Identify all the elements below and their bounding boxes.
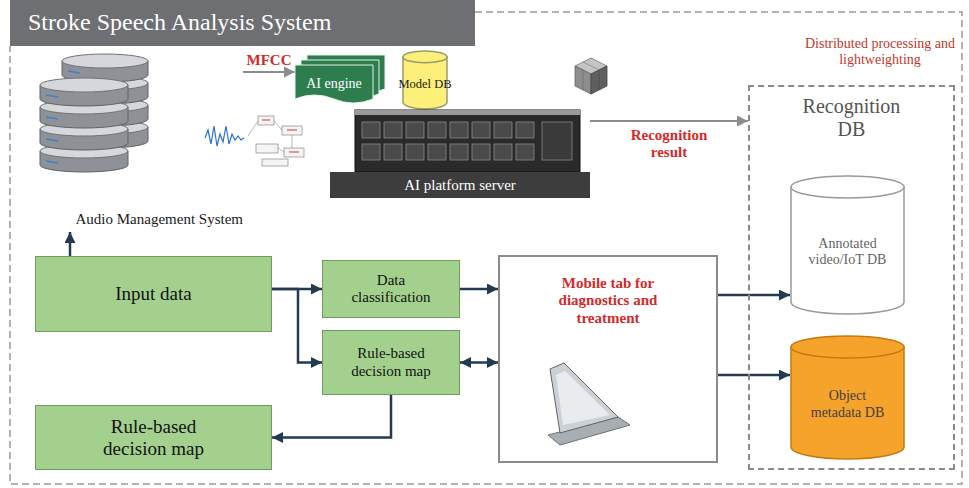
node-label: AI platform server <box>404 172 516 198</box>
ai-engine-documents: AI engine <box>295 55 387 107</box>
node-label: Input data <box>115 283 192 305</box>
title-banner <box>10 0 475 46</box>
node-label: Rule-based decision map <box>89 416 219 460</box>
note-text: Distributed processing and lightweightin… <box>800 36 960 68</box>
audio-database-stack-shape <box>38 52 243 232</box>
edge-label: Recognition result <box>622 127 717 162</box>
node-label: Annotated video/IoT DB <box>803 236 893 268</box>
recognition-db-group: Recognition DB Annotated video/IoT DB Obje… <box>748 85 955 470</box>
annotated-db-cylinder: Annotated video/IoT DB <box>790 175 905 315</box>
title-text: Stroke Speech Analysis System <box>28 9 331 37</box>
result-cube-icon <box>575 58 607 94</box>
mobile-tab-panel: Mobile tab for diagnostics and treatment <box>498 255 718 463</box>
model-db-cylinder: Model DB <box>402 50 448 110</box>
connector-arrow <box>718 374 790 377</box>
connector-arrow <box>718 294 790 297</box>
node-label: Data classification <box>341 272 441 307</box>
node-label: Model DB <box>398 77 451 91</box>
object-metadata-db-cylinder: Object metadata DB <box>790 335 905 460</box>
connector-arrow <box>590 120 748 122</box>
ai-platform-server: AI platform server <box>330 110 590 198</box>
edge-label: MFCC <box>247 52 292 69</box>
node-label: Audio Management System <box>76 211 243 228</box>
connector-arrow <box>460 361 498 364</box>
process-box: Rule-based decision map <box>35 405 272 470</box>
mfcc-waveform-illustration <box>205 116 304 166</box>
input-box: Input data <box>35 256 272 332</box>
connector-arrow <box>272 289 322 363</box>
node-label: Object metadata DB <box>803 388 893 420</box>
connector-arrow <box>69 232 72 256</box>
node-label: Rule-based decision map <box>341 345 441 380</box>
audio-database-stack: Audio Management System <box>38 52 243 232</box>
node-label: Mobile tab for diagnostics and treatment <box>533 275 683 327</box>
process-box: Data classification <box>322 260 460 318</box>
process-box: Rule-based decision map <box>322 330 460 395</box>
node-label: Recognition DB <box>792 95 912 141</box>
node-label: AI engine <box>306 76 362 92</box>
connector-arrow <box>272 395 391 438</box>
connector-arrow <box>243 71 295 73</box>
outer-dashed-frame <box>10 12 962 484</box>
connector-arrow <box>460 288 498 291</box>
